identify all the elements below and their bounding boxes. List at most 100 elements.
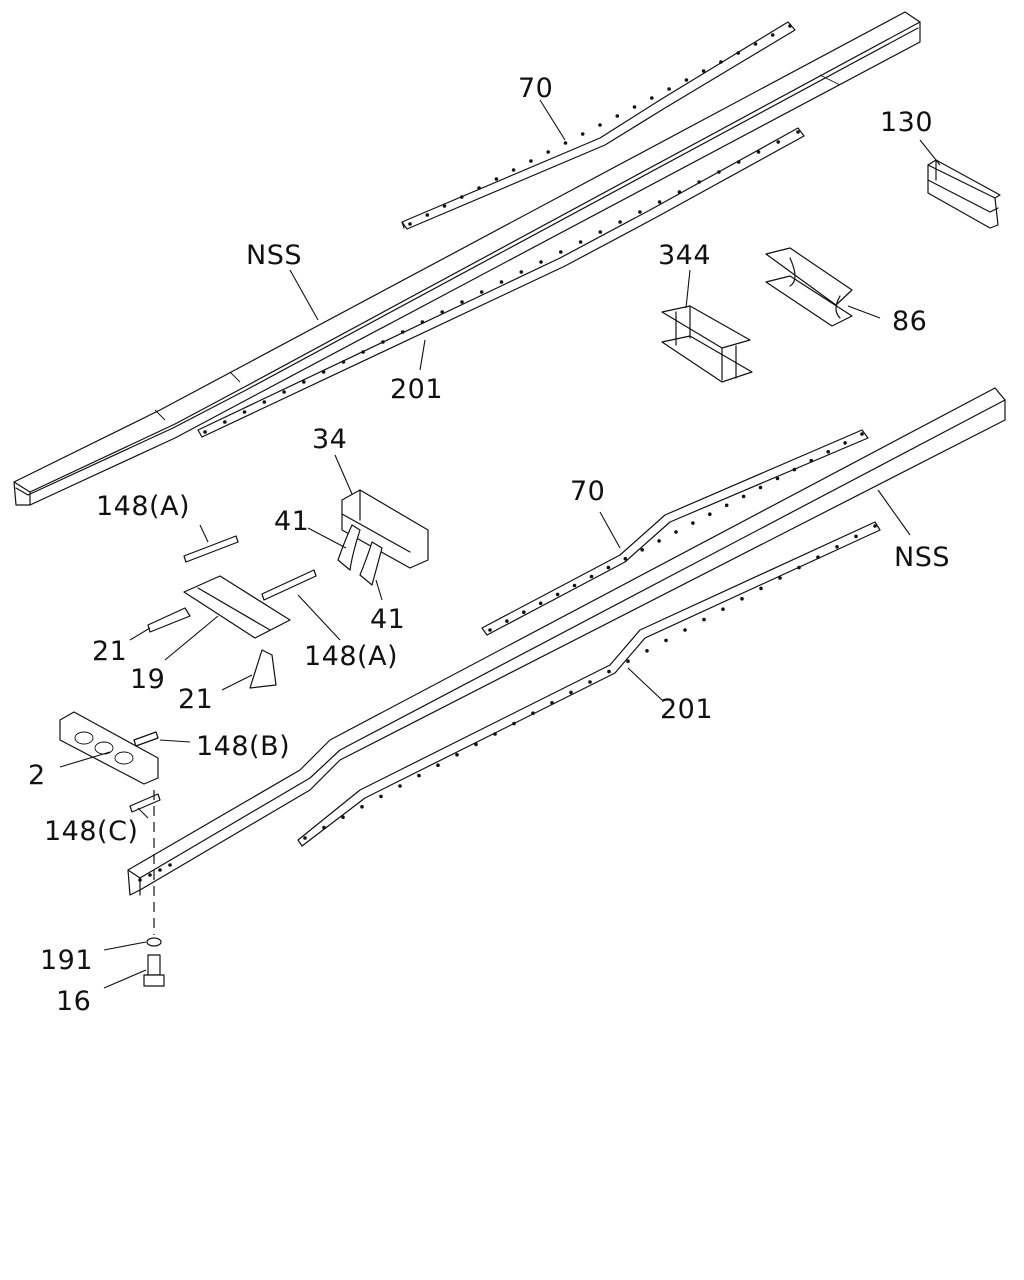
spacers-41 — [337, 524, 383, 586]
mounting-hole — [168, 863, 172, 867]
gussets-21 — [147, 607, 277, 689]
mounting-hole — [455, 753, 459, 757]
mounting-hole — [572, 583, 577, 588]
mounting-hole — [425, 213, 430, 217]
mounting-hole — [684, 78, 689, 82]
callout-labels: NSS 70 130 344 86 201 34 41 41 148(A) 14… — [28, 73, 950, 1017]
mounting-hole — [740, 597, 744, 601]
mounting-hole — [479, 290, 484, 294]
front-crossmember-2 — [59, 711, 159, 785]
mounting-hole — [826, 450, 830, 454]
mounting-hole — [606, 565, 611, 570]
callout-148a-2[interactable]: 148(A) — [304, 641, 398, 672]
mounting-hole — [674, 530, 678, 534]
mounting-hole — [776, 140, 780, 144]
plates-148a — [183, 535, 317, 601]
crossmember-344 — [661, 305, 753, 383]
callout-148c[interactable]: 148(C) — [44, 816, 138, 847]
mounting-hole — [360, 805, 364, 809]
mounting-hole — [792, 467, 797, 472]
mounting-hole — [242, 410, 247, 414]
mounting-hole — [302, 380, 306, 384]
washer-191-bolt-16 — [143, 937, 165, 987]
mounting-holes — [138, 24, 877, 882]
mounting-hole — [759, 586, 763, 591]
mounting-hole — [657, 200, 662, 204]
callout-148b[interactable]: 148(B) — [196, 731, 290, 762]
mounting-hole — [138, 878, 142, 882]
mounting-hole — [550, 701, 554, 705]
mounting-hole — [683, 628, 687, 632]
mounting-hole — [512, 721, 516, 726]
callout-41-b[interactable]: 41 — [370, 604, 405, 635]
crossmember-19 — [183, 575, 291, 639]
mounting-hole — [499, 280, 504, 284]
mounting-hole — [578, 240, 583, 244]
callout-nss-lower[interactable]: NSS — [894, 542, 950, 573]
mounting-hole — [223, 420, 227, 424]
callout-86[interactable]: 86 — [892, 306, 927, 337]
callout-70-lower[interactable]: 70 — [570, 476, 605, 507]
mounting-hole — [860, 432, 864, 436]
mounting-hole — [796, 130, 800, 134]
mounting-hole — [442, 204, 447, 208]
callout-16[interactable]: 16 — [56, 986, 91, 1017]
mounting-hole — [758, 485, 763, 490]
mounting-hole — [569, 690, 573, 695]
mounting-hole — [460, 300, 464, 304]
lower-reinforcement-70 — [481, 429, 869, 636]
callout-2[interactable]: 2 — [28, 760, 46, 791]
mounting-hole — [702, 617, 706, 622]
callout-201-lower[interactable]: 201 — [660, 694, 713, 725]
callout-19[interactable]: 19 — [130, 664, 165, 695]
mounting-hole — [717, 170, 721, 174]
mounting-hole — [563, 141, 568, 145]
mounting-hole — [262, 400, 267, 404]
mounting-hole — [417, 773, 421, 778]
mounting-hole — [531, 711, 535, 715]
callout-21-b[interactable]: 21 — [178, 684, 213, 715]
mounting-hole — [650, 96, 654, 100]
callout-70-upper[interactable]: 70 — [518, 73, 553, 104]
mounting-hole — [158, 868, 162, 872]
callout-201-upper[interactable]: 201 — [390, 374, 443, 405]
mounting-hole — [379, 794, 383, 799]
mounting-hole — [721, 607, 725, 611]
mounting-hole — [667, 87, 671, 91]
mounting-hole — [691, 521, 695, 525]
mounting-hole — [697, 180, 701, 184]
callout-344[interactable]: 344 — [658, 240, 711, 271]
mounting-hole — [816, 555, 820, 559]
mounting-hole — [724, 503, 729, 508]
callout-nss-upper[interactable]: NSS — [246, 240, 302, 271]
mounting-hole — [753, 42, 758, 46]
callout-130[interactable]: 130 — [880, 107, 933, 138]
mounting-hole — [719, 60, 723, 64]
mounting-hole — [321, 370, 326, 374]
callout-41-a[interactable]: 41 — [274, 506, 309, 537]
callout-21-a[interactable]: 21 — [92, 636, 127, 667]
mounting-hole — [505, 619, 509, 623]
mounting-hole — [588, 680, 592, 684]
mounting-hole — [203, 430, 207, 434]
callout-191[interactable]: 191 — [40, 945, 93, 976]
mounting-hole — [322, 825, 326, 830]
mounting-hole — [400, 330, 405, 334]
mounting-hole — [623, 556, 628, 561]
mounting-hole — [580, 132, 585, 136]
mounting-hole — [494, 177, 499, 181]
mounting-hole — [736, 51, 740, 55]
mounting-hole — [420, 320, 425, 324]
crossmember-86 — [765, 247, 853, 327]
leader-lines — [59, 99, 941, 989]
mounting-hole — [788, 24, 792, 28]
mounting-hole — [589, 574, 594, 579]
mounting-hole — [361, 350, 365, 354]
mounting-hole — [854, 534, 858, 539]
mounting-hole — [493, 732, 497, 736]
mounting-hole — [873, 524, 877, 528]
mounting-hole — [657, 539, 661, 543]
callout-34[interactable]: 34 — [312, 424, 347, 455]
callout-148a-1[interactable]: 148(A) — [96, 491, 190, 522]
